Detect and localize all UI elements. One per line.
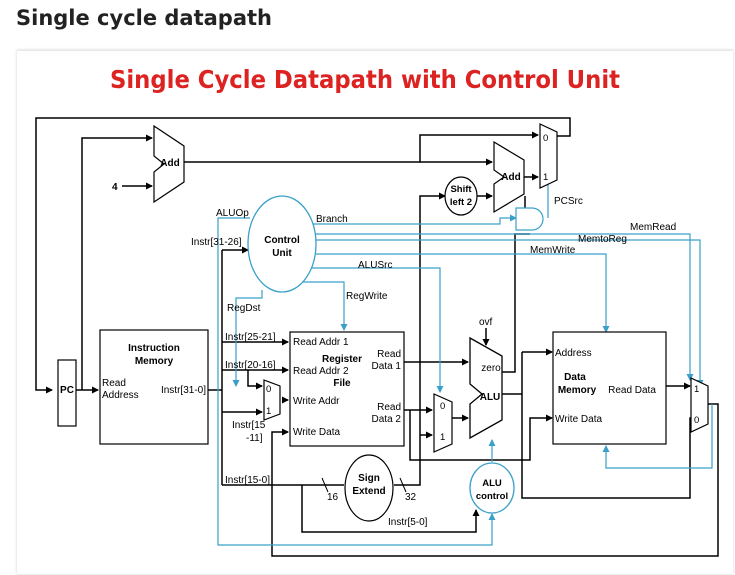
field-instr-15-0: Instr[15-0] <box>225 475 270 486</box>
memtoreg-mux-in1: 1 <box>694 384 699 395</box>
control-label-1: Control <box>264 235 300 246</box>
field-instr-15-11-b: -11] <box>246 433 263 444</box>
rf-write-data: Write Data <box>293 427 340 438</box>
rf-read-data-1a: Read <box>377 349 401 360</box>
alu-zero: zero <box>481 363 501 374</box>
pc-label: PC <box>60 385 74 396</box>
width-16: 16 <box>327 492 339 503</box>
rf-read-addr-2: Read Addr 2 <box>293 366 349 377</box>
data-wires <box>35 117 719 557</box>
field-instr-15-11-a: Instr[15 <box>232 420 266 431</box>
alu-control-label-2: control <box>476 491 508 502</box>
dmem-write-data: Write Data <box>555 414 602 425</box>
control-label-2: Unit <box>272 248 292 259</box>
signal-regdst: RegDst <box>227 303 261 314</box>
sign-extend-label-2: Extend <box>352 486 385 497</box>
data-memory <box>552 331 667 445</box>
adder-top <box>153 124 185 204</box>
alu-label: ALU <box>480 392 501 403</box>
dmem-address: Address <box>555 348 592 359</box>
width-slash-16 <box>321 477 329 493</box>
dmem-read-data: Read Data <box>608 385 656 396</box>
rf-write-addr: Write Addr <box>293 396 340 407</box>
signal-memwrite: MemWrite <box>530 245 576 256</box>
signal-branch: Branch <box>316 214 348 225</box>
regdst-mux <box>263 379 281 421</box>
shift-left-2 <box>444 176 478 216</box>
instruction-memory <box>99 329 209 445</box>
signal-alusrc: ALUSrc <box>358 260 392 271</box>
alu <box>469 336 503 440</box>
imem-read: Read <box>102 378 126 389</box>
pcsrc-mux-in0: 0 <box>543 133 548 144</box>
shift-label-1: Shift <box>450 184 472 195</box>
adder-branch <box>493 140 525 214</box>
sign-extend-label-1: Sign <box>358 473 380 484</box>
signal-regwrite: RegWrite <box>346 291 388 302</box>
register-file <box>289 331 405 447</box>
signal-memtoreg: MemtoReg <box>578 234 627 245</box>
rf-read-addr-1: Read Addr 1 <box>293 337 349 348</box>
adder-branch-label: Add <box>501 172 520 183</box>
page-heading: Single cycle datapath <box>16 6 272 30</box>
pcsrc-mux-in1: 1 <box>543 172 548 183</box>
control-wires <box>217 159 713 546</box>
memtoreg-mux-in0: 0 <box>694 415 699 426</box>
field-instr-31-26: Instr[31-26] <box>191 237 242 248</box>
regdst-mux-in1: 1 <box>266 406 271 417</box>
pc-register <box>57 359 77 427</box>
imem-instr-out: Instr[31-0] <box>161 385 206 396</box>
rf-title-1: Register <box>322 354 362 365</box>
sign-extend <box>344 454 394 522</box>
const-four: 4 <box>112 182 118 193</box>
alusrc-mux-in1: 1 <box>440 432 445 443</box>
imem-title-1: Instruction <box>128 343 180 354</box>
rf-read-data-1b: Data 1 <box>372 361 402 372</box>
pcsrc-mux <box>539 123 558 189</box>
control-unit <box>247 195 317 293</box>
field-instr-5-0: Instr[5-0] <box>388 517 428 528</box>
alusrc-mux <box>433 393 453 453</box>
alu-ovf: ovf <box>479 317 493 328</box>
pcsrc-label: PCSrc <box>554 196 583 207</box>
dmem-title-2: Memory <box>558 385 597 396</box>
alu-control-label-1: ALU <box>482 478 502 489</box>
width-32: 32 <box>405 492 417 503</box>
signal-memread: MemRead <box>630 222 676 233</box>
width-slash-32 <box>399 477 407 493</box>
rf-title-2: File <box>333 378 351 389</box>
and-gate <box>515 207 544 231</box>
regdst-mux-in0: 0 <box>266 384 271 395</box>
alu-control <box>469 462 515 514</box>
slide-title: Single Cycle Datapath with Control Unit <box>110 65 620 94</box>
signal-aluop: ALUOp <box>216 208 249 219</box>
memtoreg-mux <box>690 377 709 433</box>
field-instr-25-21: Instr[25-21] <box>225 332 276 343</box>
rf-read-data-2a: Read <box>377 402 401 413</box>
imem-title-2: Memory <box>135 356 174 367</box>
dmem-title-1: Data <box>564 372 586 383</box>
field-instr-20-16: Instr[20-16] <box>225 360 276 371</box>
shift-label-2: left 2 <box>450 197 472 208</box>
alusrc-mux-in0: 0 <box>440 401 445 412</box>
rf-read-data-2b: Data 2 <box>372 414 402 425</box>
adder-top-label: Add <box>160 158 179 169</box>
imem-address: Address <box>102 390 139 401</box>
